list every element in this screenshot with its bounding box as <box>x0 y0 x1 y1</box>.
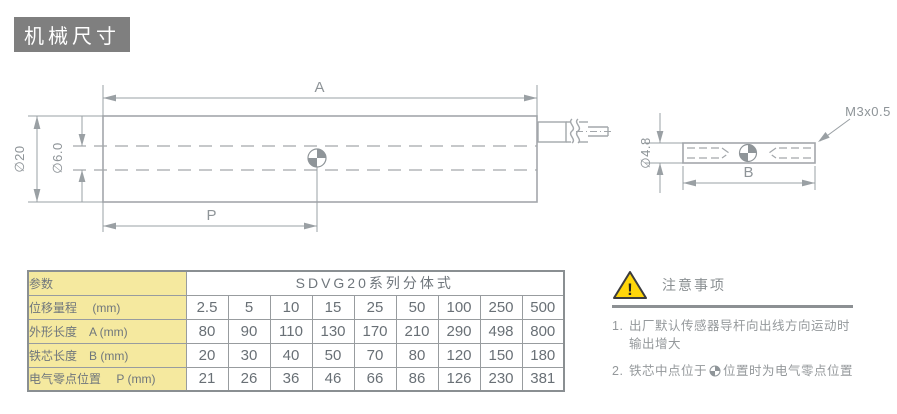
table-cell: 80 <box>185 318 229 344</box>
notes-header: ! 注意事项 <box>612 268 874 302</box>
table-cell: 100 <box>437 294 481 320</box>
table-cell: 50 <box>311 342 355 368</box>
dim-label-dia6: ∅6.0 <box>50 142 65 173</box>
dim-label-dia48: ∅4.8 <box>638 137 653 168</box>
series-header-cell: SDVG20系列分体式 <box>185 270 565 296</box>
note-item-2: 2. 铁芯中点位于位置时为电气零点位置 <box>612 362 874 380</box>
table-cell: 170 <box>353 318 397 344</box>
note-item-1: 1. 出厂默认传感器导杆向出线方向运动时 输出增大 <box>612 317 874 353</box>
table-row-core-b: 铁芯长度 B (mm) 20 30 40 50 70 80 120 150 18… <box>27 342 565 368</box>
note-line: 出厂默认传感器导杆向出线方向运动时 <box>629 319 851 333</box>
note-number: 2. <box>612 364 624 379</box>
table-cell: 25 <box>353 294 397 320</box>
warning-triangle-icon: ! <box>613 271 647 299</box>
inner-bore-dashed-lines <box>73 145 537 171</box>
table-cell: 150 <box>479 342 523 368</box>
table-cell: 126 <box>437 366 481 392</box>
table-cell: 50 <box>395 294 439 320</box>
dim-label-b: B <box>743 164 754 181</box>
row-label-cell: 位移量程 (mm) <box>27 294 187 320</box>
param-header-cell: 参数 <box>27 270 187 296</box>
spec-table: 参数 SDVG20系列分体式 位移量程 (mm) 2.5 5 10 15 25 … <box>27 270 565 392</box>
table-cell: 110 <box>269 318 313 344</box>
note-line: 输出增大 <box>629 337 682 352</box>
sensor-body-outline <box>102 115 538 203</box>
table-cell: 40 <box>269 342 313 368</box>
electrical-zero-mark-icon <box>709 365 721 377</box>
table-cell: 290 <box>437 318 481 344</box>
table-cell: 86 <box>395 366 439 392</box>
section-title-text: 机械尺寸 <box>24 26 120 48</box>
mechanical-drawing: A P ∅20 ∅6.0 ∅4.8 B M3x0.5 <box>12 79 891 232</box>
row-label-cell: 外形长度 A (mm) <box>27 318 187 344</box>
note-text: 铁芯中点位于位置时为电气零点位置 <box>629 362 853 380</box>
table-cell: 130 <box>311 318 355 344</box>
table-cell: 250 <box>479 294 523 320</box>
electrical-zero-mark-body <box>307 148 327 168</box>
table-cell: 21 <box>185 366 229 392</box>
table-cell: 2.5 <box>185 294 229 320</box>
row-label-cell: 电气零点位置 P (mm) <box>27 366 187 392</box>
note-text-pre: 铁芯中点位于 <box>629 364 708 379</box>
table-cell: 20 <box>185 342 229 368</box>
table-cell: 70 <box>353 342 397 368</box>
dim-label-p: P <box>206 207 217 224</box>
table-row-length-a: 外形长度 A (mm) 80 90 110 130 170 210 290 49… <box>27 318 565 344</box>
cable-exit <box>537 118 612 144</box>
table-cell: 80 <box>395 342 439 368</box>
table-cell: 180 <box>521 342 565 368</box>
table-header-row: 参数 SDVG20系列分体式 <box>27 270 565 296</box>
table-cell: 10 <box>269 294 313 320</box>
notes-section: ! 注意事项 1. 出厂默认传感器导杆向出线方向运动时 输出增大 2. 铁芯中点… <box>612 268 874 380</box>
dim-label-dia20: ∅20 <box>12 145 27 172</box>
table-cell: 210 <box>395 318 439 344</box>
row-label-cell: 铁芯长度 B (mm) <box>27 342 187 368</box>
dimension-lines <box>28 85 851 232</box>
table-cell: 30 <box>227 342 271 368</box>
table-cell: 120 <box>437 342 481 368</box>
electrical-zero-mark-rod <box>738 143 758 163</box>
table-cell: 15 <box>311 294 355 320</box>
table-cell: 230 <box>479 366 523 392</box>
section-title: 机械尺寸 <box>14 17 130 52</box>
notes-divider <box>612 305 853 308</box>
table-cell: 36 <box>269 366 313 392</box>
warning-exclamation: ! <box>627 280 633 299</box>
dim-label-thread: M3x0.5 <box>845 104 891 119</box>
note-text-post: 位置时为电气零点位置 <box>723 364 854 379</box>
dimension-arrowheads <box>33 94 830 230</box>
table-cell: 500 <box>521 294 565 320</box>
thread-hole-dashed-lines <box>687 147 811 159</box>
table-cell: 66 <box>353 366 397 392</box>
table-cell: 800 <box>521 318 565 344</box>
note-number: 1. <box>612 319 624 333</box>
table-row-zero-p: 电气零点位置 P (mm) 21 26 36 46 66 86 126 230 … <box>27 366 565 392</box>
table-cell: 90 <box>227 318 271 344</box>
notes-title: 注意事项 <box>662 277 726 293</box>
table-cell: 498 <box>479 318 523 344</box>
table-cell: 26 <box>227 366 271 392</box>
table-cell: 381 <box>521 366 565 392</box>
note-text: 出厂默认传感器导杆向出线方向运动时 输出增大 <box>629 317 850 353</box>
table-cell: 46 <box>311 366 355 392</box>
dim-label-a: A <box>314 79 325 96</box>
core-rod-outline <box>682 142 816 164</box>
table-cell: 5 <box>227 294 271 320</box>
table-row-range: 位移量程 (mm) 2.5 5 10 15 25 50 100 250 500 <box>27 294 565 320</box>
